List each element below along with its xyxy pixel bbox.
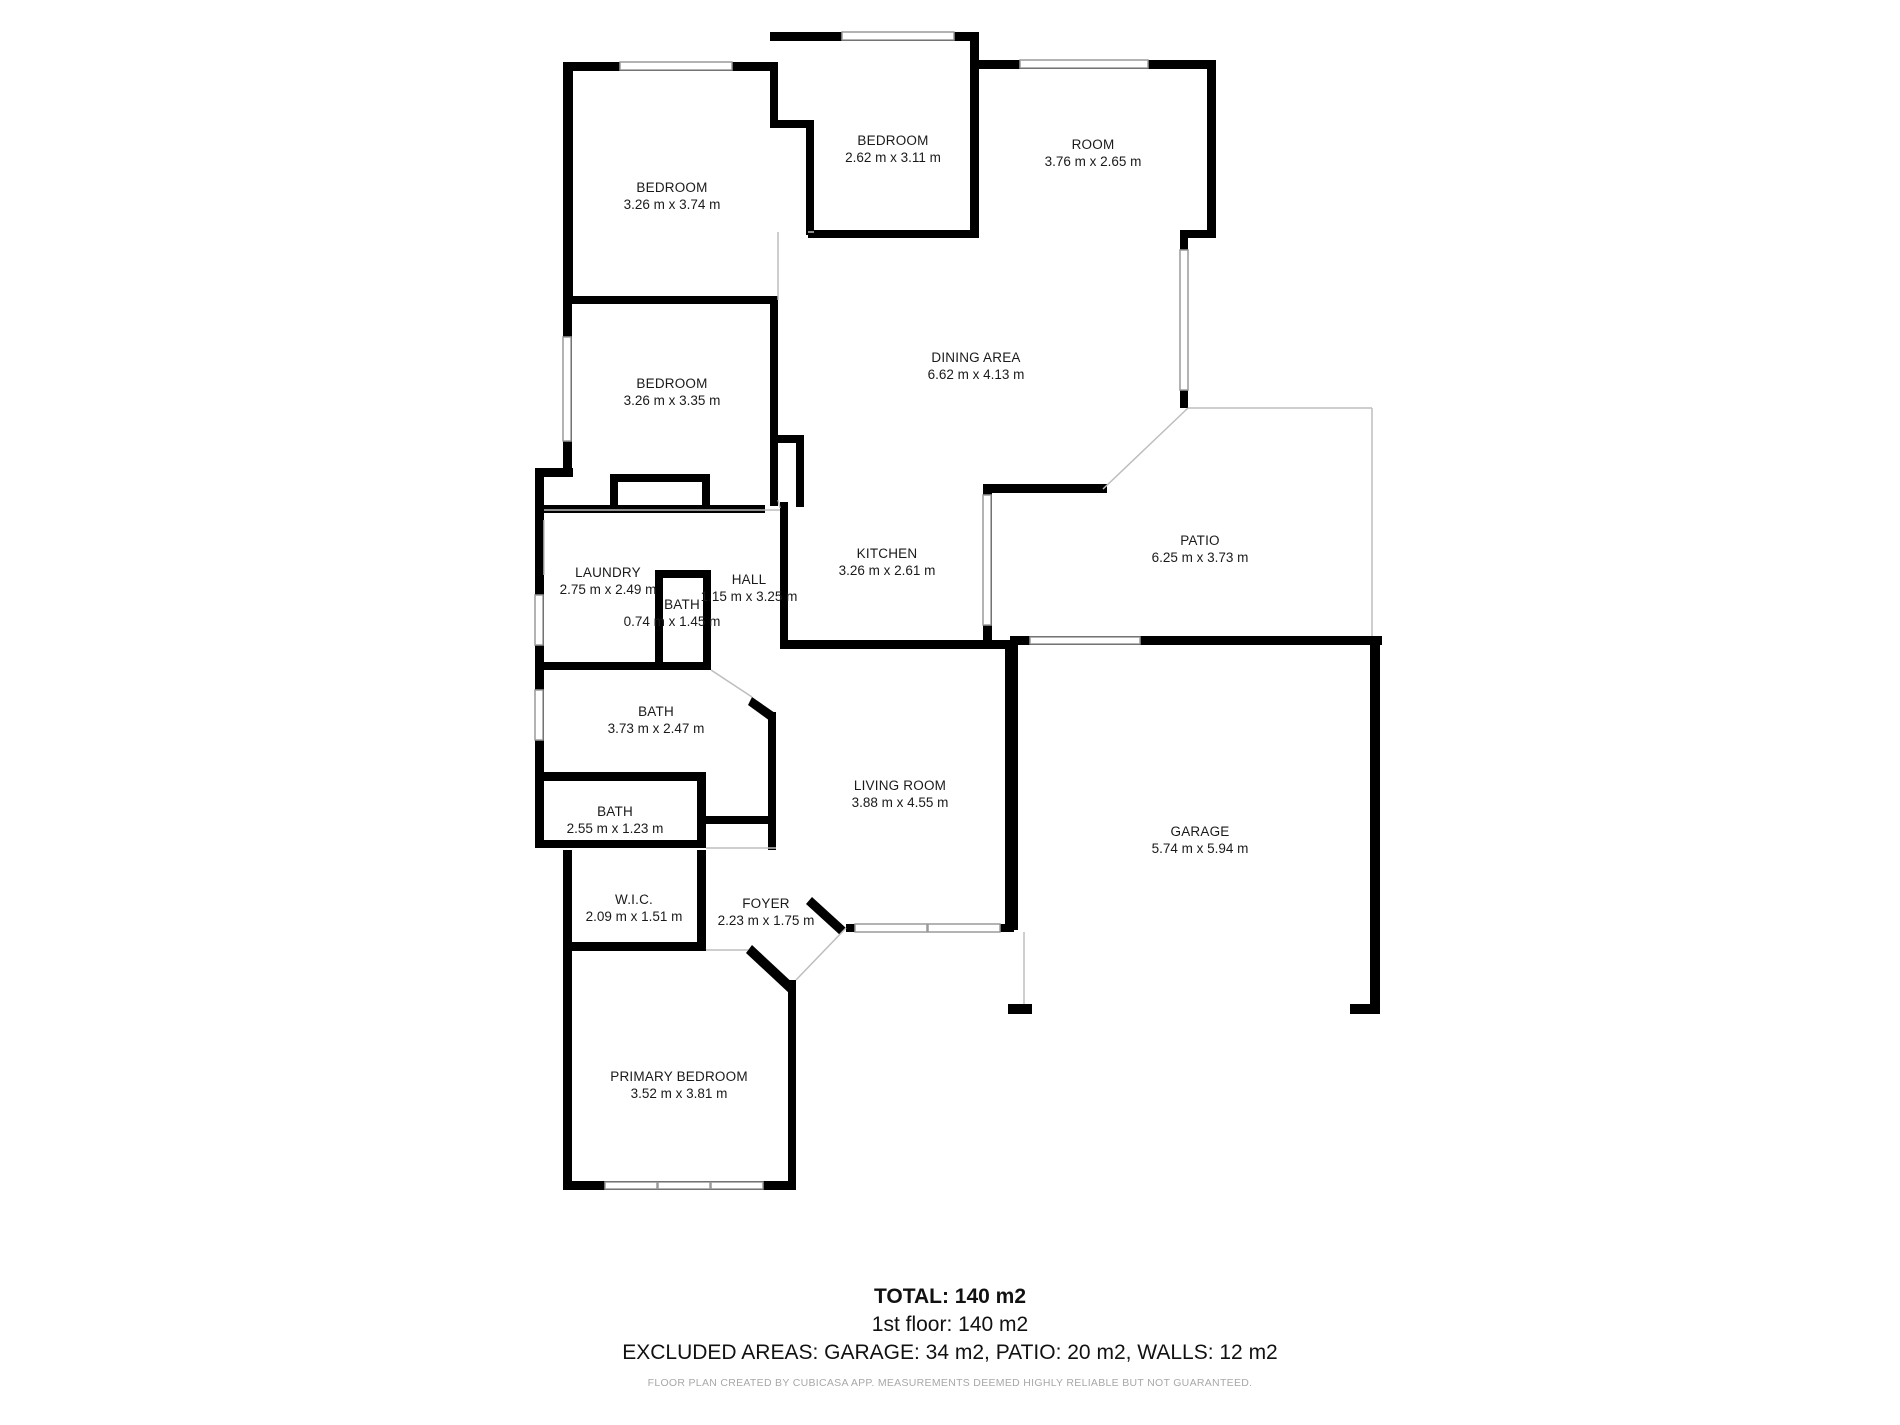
room-dimensions: 2.23 m x 1.75 m: [718, 913, 815, 928]
room-laundry: LAUNDRY 2.75 m x 2.49 m: [560, 565, 657, 597]
room-name: GARAGE: [1171, 824, 1230, 839]
disclaimer: FLOOR PLAN CREATED BY CUBICASA APP. MEAS…: [647, 1377, 1253, 1389]
room-name: LAUNDRY: [575, 565, 641, 580]
room-dimensions: 2.62 m x 3.11 m: [845, 150, 941, 165]
room-primary-bedroom: PRIMARY BEDROOM 3.52 m x 3.81 m: [610, 1069, 748, 1101]
room-foyer: FOYER 2.23 m x 1.75 m: [718, 896, 815, 928]
room-bedroom-nw: BEDROOM 3.26 m x 3.74 m: [624, 180, 721, 212]
room-bedroom-n: BEDROOM 2.62 m x 3.11 m: [845, 133, 941, 165]
room-dimensions: 3.52 m x 3.81 m: [631, 1086, 728, 1101]
room-name: BEDROOM: [636, 180, 707, 195]
room-dining-area: DINING AREA 6.62 m x 4.13 m: [928, 350, 1025, 382]
room-dimensions: 3.26 m x 3.74 m: [624, 197, 721, 212]
room-dimensions: 5.74 m x 5.94 m: [1152, 841, 1249, 856]
room-name: BATH: [597, 804, 633, 819]
room-bedroom-w: BEDROOM 3.26 m x 3.35 m: [624, 376, 721, 408]
room-dimensions: 2.09 m x 1.51 m: [586, 909, 683, 924]
room-name: PATIO: [1180, 533, 1220, 548]
room-name: ROOM: [1072, 137, 1115, 152]
room-bath-ensuite: BATH 2.55 m x 1.23 m: [567, 804, 664, 836]
room-name: BEDROOM: [857, 133, 928, 148]
room-garage: GARAGE 5.74 m x 5.94 m: [1152, 824, 1249, 856]
room-dimensions: 3.88 m x 4.55 m: [852, 795, 949, 810]
room-room: ROOM 3.76 m x 2.65 m: [1045, 137, 1142, 169]
room-bath-small: BATH 0.74 m x 1.45 m: [624, 597, 721, 629]
room-patio: PATIO 6.25 m x 3.73 m: [1152, 533, 1249, 565]
room-name: LIVING ROOM: [854, 778, 946, 793]
room-dimensions: 3.26 m x 3.35 m: [624, 393, 721, 408]
room-bath-main: BATH 3.73 m x 2.47 m: [608, 704, 705, 736]
floor-area: 1st floor: 140 m2: [871, 1313, 1029, 1336]
room-name: HALL: [732, 572, 767, 587]
room-dimensions: 3.26 m x 2.61 m: [839, 563, 936, 578]
room-name: BATH: [638, 704, 674, 719]
room-hall: HALL 1.15 m x 3.25 m: [701, 572, 798, 604]
room-name: FOYER: [742, 896, 790, 911]
room-dimensions: 2.75 m x 2.49 m: [560, 582, 657, 597]
windows: [534, 31, 1189, 1190]
room-living-room: LIVING ROOM 3.88 m x 4.55 m: [852, 778, 949, 810]
openings: [543, 231, 1373, 1004]
room-name: PRIMARY BEDROOM: [610, 1069, 748, 1084]
room-name: DINING AREA: [931, 350, 1020, 365]
room-dimensions: 6.62 m x 4.13 m: [928, 367, 1025, 382]
room-dimensions: 3.76 m x 2.65 m: [1045, 154, 1142, 169]
room-name: BEDROOM: [636, 376, 707, 391]
room-dimensions: 2.55 m x 1.23 m: [567, 821, 664, 836]
excluded-areas: EXCLUDED AREAS: GARAGE: 34 m2, PATIO: 20…: [622, 1341, 1278, 1364]
room-dimensions: 0.74 m x 1.45 m: [624, 614, 721, 629]
total-area: TOTAL: 140 m2: [873, 1285, 1027, 1308]
room-dimensions: 6.25 m x 3.73 m: [1152, 550, 1249, 565]
room-name: BATH: [664, 597, 700, 612]
room-name: KITCHEN: [857, 546, 918, 561]
room-wic: W.I.C. 2.09 m x 1.51 m: [586, 892, 683, 924]
room-dimensions: 1.15 m x 3.25 m: [701, 589, 798, 604]
room-labels: BEDROOM 3.26 m x 3.74 m BEDROOM 2.62 m x…: [560, 133, 1249, 1101]
room-kitchen: KITCHEN 3.26 m x 2.61 m: [839, 546, 936, 578]
room-name: W.I.C.: [615, 892, 653, 907]
room-dimensions: 3.73 m x 2.47 m: [608, 721, 705, 736]
area-summary: TOTAL: 140 m2 1st floor: 140 m2 EXCLUDED…: [0, 1283, 1900, 1389]
